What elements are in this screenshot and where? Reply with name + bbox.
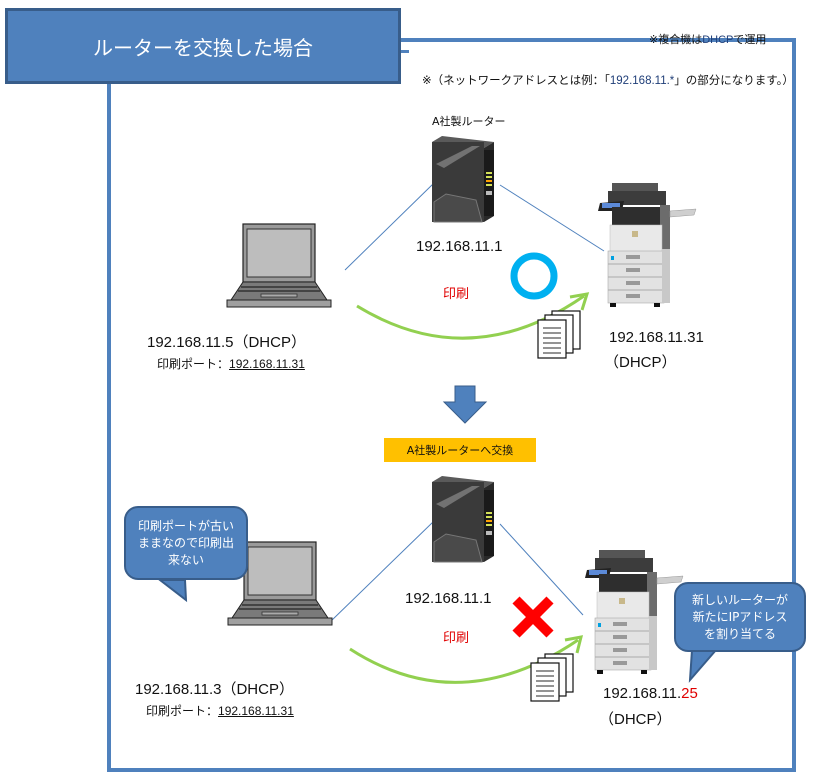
note-text: ※（ネットワークアドレスとは例：「 xyxy=(422,73,610,87)
mfp-icon xyxy=(584,549,684,675)
note-dhcp: DHCP xyxy=(702,34,734,46)
document-stack-icon xyxy=(530,653,574,702)
note-text: 」の部分になります。） xyxy=(674,73,794,87)
router-ip: 192.168.11.1 xyxy=(405,590,492,607)
fail-cross-icon xyxy=(512,596,554,638)
bubble-tail xyxy=(688,649,719,683)
title-text: ルーターを交換した場合 xyxy=(93,35,313,60)
ok-circle-icon xyxy=(510,252,558,300)
router-swap-banner: A社製ルーターへ交換 xyxy=(384,438,536,462)
mfp-speech-bubble: 新しいルーターが新たにIPアドレスを割り当てる xyxy=(674,582,806,652)
router-icon xyxy=(431,475,495,563)
bubble-text: 新しいルーターが新たにIPアドレスを割り当てる xyxy=(691,592,788,641)
print-arrow-head xyxy=(564,635,584,654)
router-ip: 192.168.11.1 xyxy=(416,238,503,255)
mfp-mode: （DHCP） xyxy=(604,354,677,371)
pc-speech-bubble: 印刷ポートが古いままなので印刷出来ない xyxy=(124,506,248,580)
print-label: 印刷 xyxy=(443,287,470,302)
bubble-tail xyxy=(157,579,188,603)
ip-prefix: 192.168.11. xyxy=(603,685,682,702)
note-address: 192.168.11.* xyxy=(609,75,675,87)
port-value: 192.168.11.31 xyxy=(229,357,305,371)
pc-print-port: 印刷ポート：192.168.11.31 xyxy=(146,702,294,719)
link-pc-router xyxy=(344,183,434,271)
note-text: ※複合機は xyxy=(649,33,703,46)
mfp-ip: 192.168.11.25 xyxy=(603,685,698,702)
print-label: 印刷 xyxy=(443,631,470,646)
port-label: 印刷ポート： xyxy=(146,704,219,718)
down-arrow-icon xyxy=(442,385,488,424)
title-box: ルーターを交換した場合 xyxy=(5,8,401,84)
laptop-icon xyxy=(226,223,332,308)
print-arrow-head xyxy=(569,292,590,311)
link-router-mfp xyxy=(499,523,584,616)
network-address-note: ※（ネットワークアドレスとは例：「192.168.11.*」の部分になります。） xyxy=(422,72,794,88)
mfp-ip: 192.168.11.31 xyxy=(609,329,704,346)
router-label: A社製ルーター xyxy=(432,115,506,128)
link-router-mfp xyxy=(499,184,605,252)
router-icon xyxy=(431,135,495,223)
port-value: 192.168.11.31 xyxy=(218,704,294,718)
mfp-icon xyxy=(597,182,697,308)
pc-ip: 192.168.11.5（DHCP） xyxy=(147,334,306,351)
banner-text: A社製ルーターへ交換 xyxy=(406,444,514,457)
pc-ip: 192.168.11.3（DHCP） xyxy=(135,681,294,698)
title-connector xyxy=(401,50,409,53)
mfp-dhcp-note: ※複合機はDHCPで運用 xyxy=(649,31,766,47)
pc-print-port: 印刷ポート：192.168.11.31 xyxy=(157,355,305,372)
bubble-text: 印刷ポートが古いままなので印刷出来ない xyxy=(138,518,235,567)
port-label: 印刷ポート： xyxy=(157,357,230,371)
ip-changed-octet: 25 xyxy=(681,685,698,702)
link-pc-router xyxy=(329,521,434,623)
note-text: で運用 xyxy=(733,33,767,46)
mfp-mode: （DHCP） xyxy=(599,711,672,728)
